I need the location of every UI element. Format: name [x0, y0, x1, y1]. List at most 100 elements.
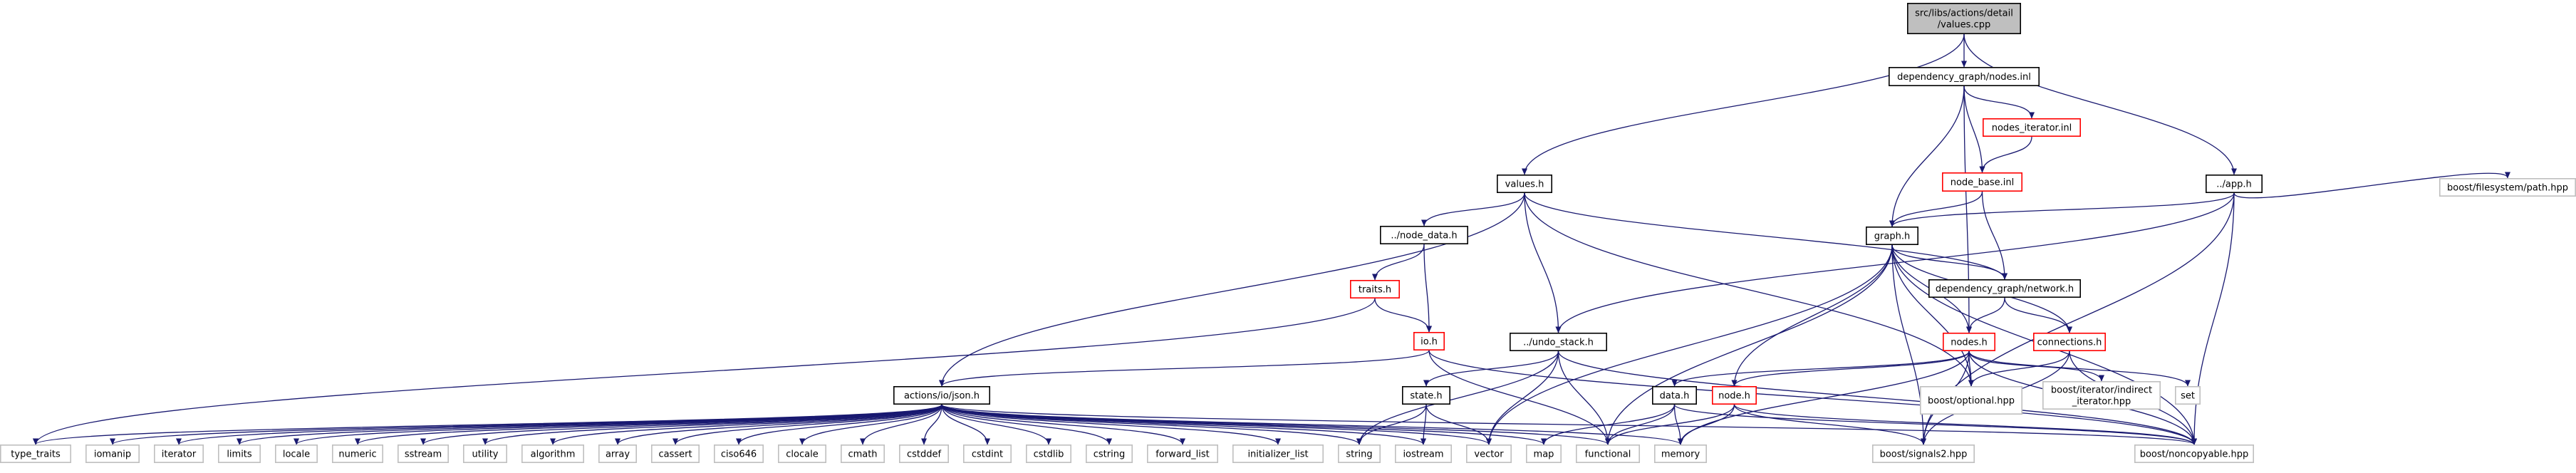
edge-json_h-to-algorithm: [550, 404, 942, 445]
node-utility[interactable]: utility: [462, 444, 507, 463]
edge-graph_h-to-node_h: [1731, 244, 1893, 387]
node-undo_stack[interactable]: ../undo_stack.h: [1510, 332, 1608, 351]
node-cstring[interactable]: cstring: [1086, 444, 1133, 463]
node-set[interactable]: set: [2175, 385, 2201, 405]
node-box-traits_h: [1350, 279, 1401, 298]
node-io_h[interactable]: io.h: [1413, 331, 1445, 350]
node-iterator[interactable]: iterator: [154, 444, 204, 463]
node-signals2[interactable]: boost/signals2.hpp: [1872, 444, 1975, 463]
node-vector[interactable]: vector: [1466, 444, 1512, 463]
node-data_h[interactable]: data.h: [1652, 385, 1698, 405]
edge-undo_stack-to-vector: [1486, 350, 1559, 445]
node-box-algorithm: [521, 444, 584, 463]
edge-nodes_inl-to-node_base: [1963, 85, 1985, 173]
node-nodes_iterator[interactable]: nodes_iterator.inl: [1983, 118, 2082, 137]
edge-connections_h-to-optional: [1968, 350, 2070, 387]
node-cstdint[interactable]: cstdint: [963, 444, 1012, 463]
node-app_h[interactable]: ../app.h: [2206, 175, 2263, 194]
node-cmath[interactable]: cmath: [841, 444, 886, 463]
edge-root-to-values_h: [1522, 33, 1965, 175]
edge-node_base-to-network_h: [1981, 191, 2008, 280]
node-cassert[interactable]: cassert: [650, 444, 700, 463]
edges-layer: [33, 33, 2510, 445]
node-memory[interactable]: memory: [1654, 444, 1708, 463]
node-connections_h[interactable]: connections.h: [2033, 332, 2107, 351]
edge-nodes_inl-to-graph_h: [1889, 85, 1965, 227]
node-label-cstdlib: cstdlib: [1034, 449, 1064, 460]
node-box-noncopyable: [2134, 444, 2255, 463]
node-node_data[interactable]: ../node_data.h: [1380, 225, 1469, 244]
edge-network_h-to-nodes_h: [1966, 297, 2005, 333]
node-box-connections_h: [2033, 332, 2107, 351]
edge-json_h-to-utility: [482, 404, 942, 445]
node-node_h[interactable]: node.h: [1712, 385, 1757, 405]
node-fs_path[interactable]: boost/filesystem/path.hpp: [2439, 178, 2576, 197]
node-box-cstring: [1086, 444, 1133, 463]
node-array[interactable]: array: [598, 444, 637, 463]
edge-io_h-to-functional: [1428, 350, 1611, 445]
node-label-iostream: iostream: [1403, 449, 1443, 460]
node-box-root: [1907, 3, 2022, 35]
node-map[interactable]: map: [1526, 444, 1562, 463]
node-root[interactable]: src/libs/actions/detail/values.cpp: [1907, 3, 2022, 35]
edge-traits_h-to-type_traits: [33, 298, 1376, 445]
node-algorithm[interactable]: algorithm: [521, 444, 584, 463]
node-indirect_iter[interactable]: boost/iterator/indirect_iterator.hpp: [2042, 380, 2161, 410]
node-network_h[interactable]: dependency_graph/network.h: [1928, 279, 2082, 298]
edge-json_h-to-init_list: [941, 404, 1281, 445]
node-locale[interactable]: locale: [274, 444, 318, 463]
edge-values_h-to-json_h: [939, 192, 1525, 387]
edge-json_h-to-numeric: [355, 404, 942, 445]
node-clocale[interactable]: clocale: [778, 444, 827, 463]
node-state_h[interactable]: state.h: [1402, 385, 1451, 405]
node-nodes_h[interactable]: nodes.h: [1943, 332, 1996, 351]
node-iomanip[interactable]: iomanip: [85, 444, 140, 463]
edge-values_h-to-node_data: [1421, 192, 1525, 227]
edge-data_h-to-map: [1541, 404, 1676, 445]
node-box-limits: [217, 444, 261, 463]
node-cstddef[interactable]: cstddef: [899, 444, 950, 463]
node-json_h[interactable]: actions/io/json.h: [893, 385, 991, 405]
node-label-clocale: clocale: [786, 449, 818, 460]
node-box-nodes_iterator: [1983, 118, 2082, 137]
node-cstdlib[interactable]: cstdlib: [1026, 444, 1072, 463]
node-traits_h[interactable]: traits.h: [1350, 279, 1401, 298]
node-label-sstream: sstream: [405, 449, 442, 460]
node-box-values_h: [1497, 175, 1553, 194]
node-box-fs_path: [2439, 178, 2576, 197]
node-nodes_inl[interactable]: dependency_graph/nodes.inl: [1889, 67, 2040, 87]
node-label-vector: vector: [1474, 449, 1504, 460]
node-optional[interactable]: boost/optional.hpp: [1920, 385, 2023, 415]
node-box-array: [598, 444, 637, 463]
node-limits[interactable]: limits: [217, 444, 261, 463]
edge-node_h-to-noncopyable: [1733, 404, 2197, 445]
node-numeric[interactable]: numeric: [331, 444, 383, 463]
node-label-values_h: values.h: [1505, 180, 1544, 190]
node-label-network_h: dependency_graph/network.h: [1936, 284, 2074, 295]
node-init_list[interactable]: initializer_list: [1232, 444, 1324, 463]
node-sstream[interactable]: sstream: [397, 444, 449, 463]
node-ciso646[interactable]: ciso646: [713, 444, 764, 463]
node-label-data_h: data.h: [1660, 391, 1690, 402]
node-node_base[interactable]: node_base.inl: [1942, 172, 2023, 192]
node-type_traits[interactable]: type_traits: [0, 444, 72, 463]
node-box-json_h: [893, 385, 991, 405]
node-box-io_h: [1413, 331, 1445, 350]
node-iostream[interactable]: iostream: [1395, 444, 1453, 463]
edge-undo_stack-to-string: [1356, 350, 1559, 445]
node-values_h[interactable]: values.h: [1497, 175, 1553, 194]
node-string[interactable]: string: [1338, 444, 1381, 463]
node-noncopyable[interactable]: boost/noncopyable.hpp: [2134, 444, 2255, 463]
edge-values_h-to-network_h: [1524, 192, 2008, 280]
node-graph_h[interactable]: graph.h: [1866, 226, 1919, 245]
node-label-set: set: [2181, 391, 2195, 402]
node-box-cstddef: [899, 444, 950, 463]
node-label-nodes_h: nodes.h: [1951, 338, 1988, 348]
node-forward_list[interactable]: forward_list: [1147, 444, 1219, 463]
node-label-memory: memory: [1661, 449, 1700, 460]
edge-nodes_h-to-set: [1968, 350, 2191, 387]
edge-io_h-to-json_h: [939, 350, 1430, 387]
node-functional[interactable]: functional: [1576, 444, 1641, 463]
node-label-type_traits: type_traits: [11, 449, 61, 460]
node-label-root: /values.cpp: [1938, 20, 1990, 31]
